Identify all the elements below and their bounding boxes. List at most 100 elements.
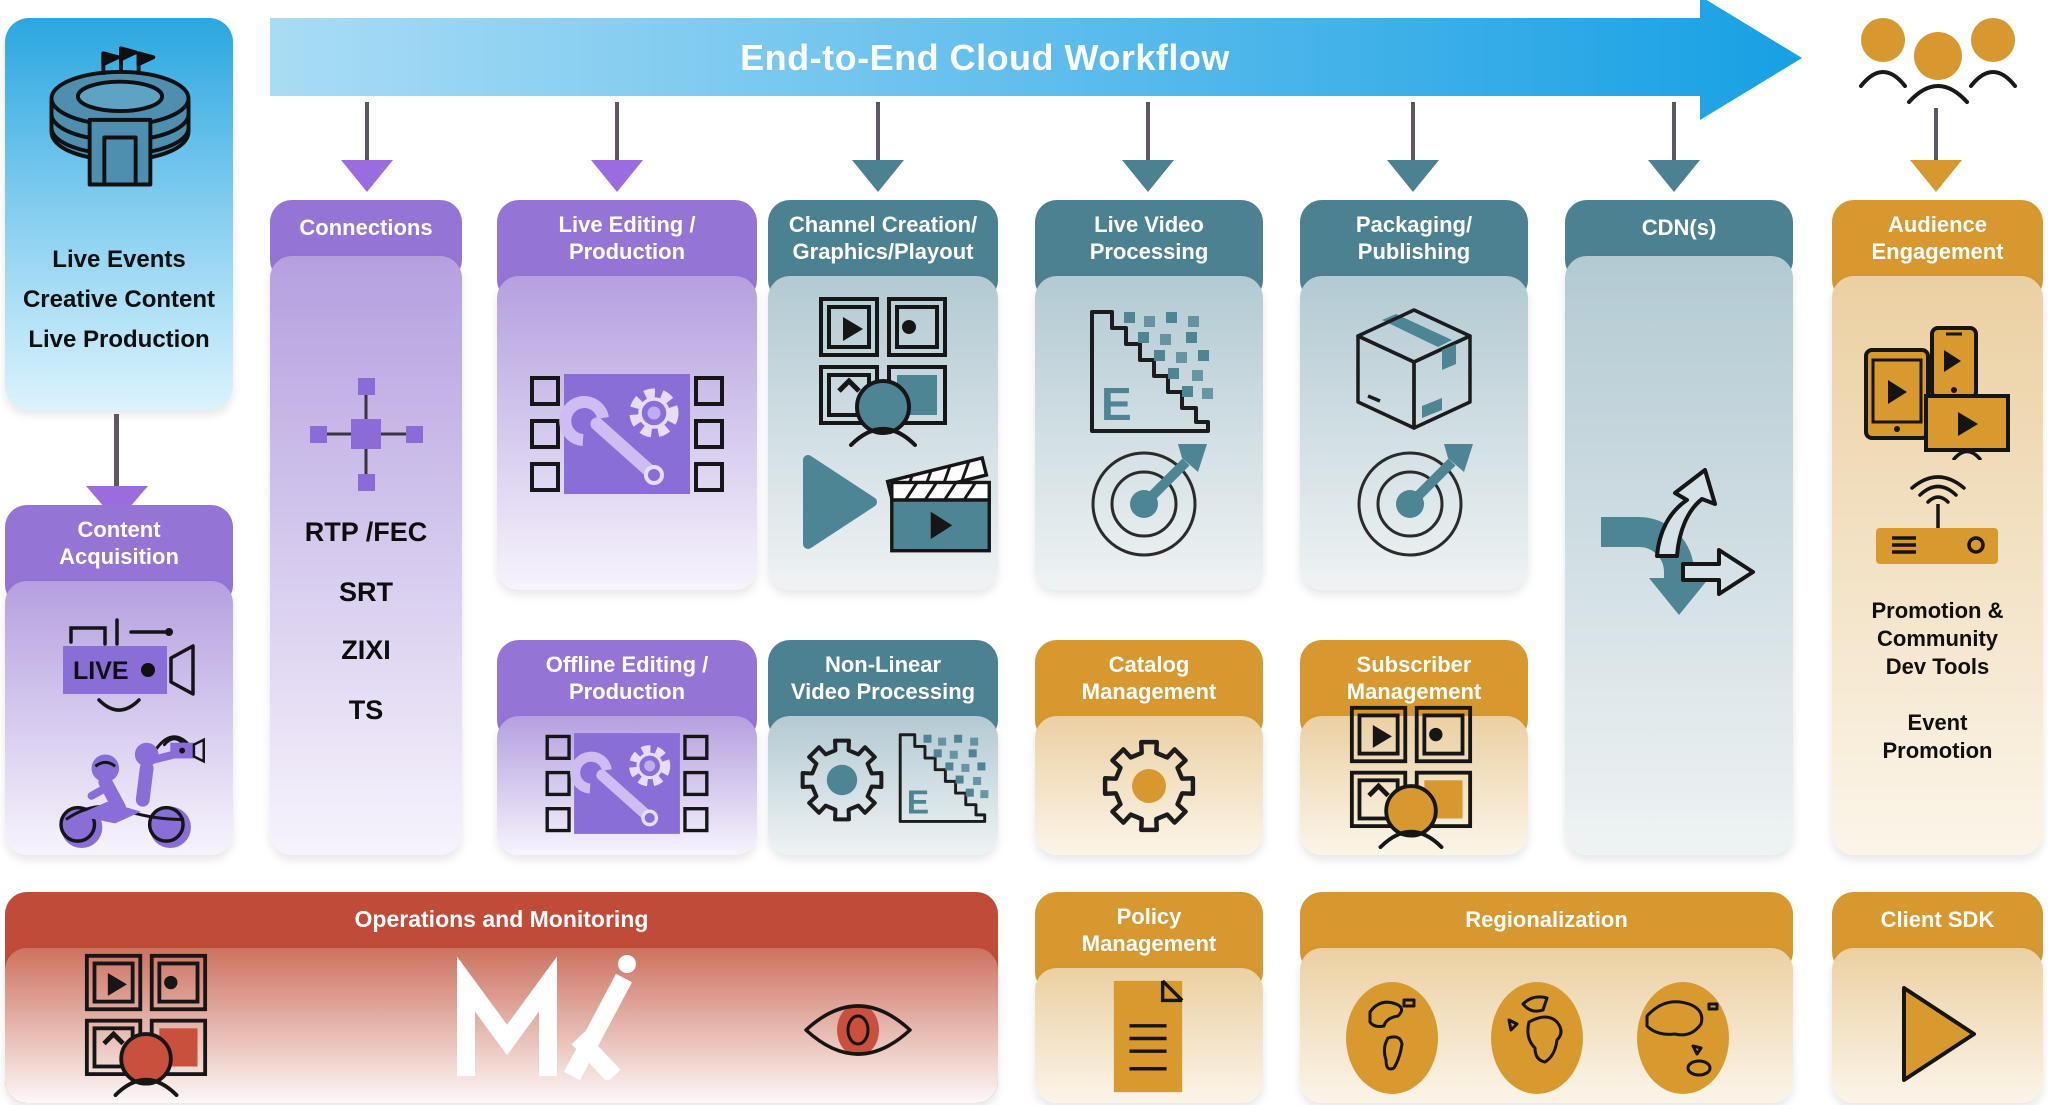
- flow-arrow-stem: [365, 102, 369, 160]
- card-title-line: Publishing: [1357, 239, 1471, 264]
- audience-people-icon: [1859, 18, 2017, 104]
- card-title-line: Packaging/: [1355, 212, 1473, 237]
- multiviewer-person-icon: [819, 297, 947, 447]
- card-title-line: Live Video: [1094, 212, 1204, 237]
- card-title: Client SDK: [1880, 907, 1995, 932]
- svg-text:E: E: [1101, 378, 1132, 430]
- multiviewer-person-icon: [84, 953, 208, 1097]
- card-title-line: Engagement: [1871, 239, 2004, 264]
- card-title-line: Processing: [1089, 239, 1209, 264]
- audience-text-line: Promotion &: [1871, 598, 2004, 623]
- protocol-item: ZIXI: [341, 635, 391, 665]
- card-title-line: Policy: [1116, 904, 1182, 929]
- source-line: Live Production: [28, 326, 210, 353]
- banner-title: End-to-End Cloud Workflow: [740, 37, 1230, 78]
- audience-text-line: Dev Tools: [1885, 654, 1990, 679]
- flow-arrow-stem: [876, 102, 880, 160]
- flow-arrow-stem: [615, 102, 619, 160]
- eye-icon: [804, 1004, 912, 1056]
- card-title-line: Production: [568, 239, 686, 264]
- flow-arrow-head: [341, 160, 393, 192]
- source-line: Creative Content: [22, 286, 216, 313]
- card-title-line: Non-Linear: [824, 652, 942, 677]
- card-title-line: Audience: [1887, 212, 1988, 237]
- card-title-line: Offline Editing /: [545, 652, 709, 677]
- flow-arrow-stem: [1411, 102, 1415, 160]
- card-title: Operations and Monitoring: [354, 906, 649, 932]
- offline-editing-card: Offline Editing / Production: [497, 640, 757, 855]
- audience-text-line: Community: [1877, 626, 1998, 651]
- cdn-card: CDN(s): [1565, 200, 1793, 855]
- target-dart-icon: [1357, 444, 1473, 557]
- flow-arrow-head: [1387, 160, 1439, 192]
- policy-card: Policy Management: [1035, 892, 1263, 1103]
- card-title-line: Graphics/Playout: [792, 239, 974, 264]
- svg-text:LIVE: LIVE: [73, 657, 129, 685]
- gear-icon: [800, 738, 884, 822]
- channel-creation-card: Channel Creation/ Graphics/Playout: [768, 200, 998, 590]
- connections-card: Connections RTP /FEC SRT ZIXI TS: [270, 200, 462, 855]
- live-video-card: Live Video Processing E: [1035, 200, 1263, 590]
- protocol-item: SRT: [339, 577, 393, 607]
- workflow-banner-arrow: [270, 0, 1802, 120]
- catalog-card: Catalog Management: [1035, 640, 1263, 855]
- regionalization-card: Regionalization: [1300, 892, 1793, 1103]
- live-camera-icon: LIVE: [63, 618, 195, 712]
- audience-text-line: Promotion: [1882, 738, 1993, 763]
- flow-arrow-head: [1122, 160, 1174, 192]
- globe-emea-icon: [1491, 982, 1583, 1094]
- card-title-line: Content: [77, 517, 161, 542]
- package-box-icon: [1356, 308, 1472, 430]
- flow-arrow-head: [591, 160, 643, 192]
- card-title-line: Production: [568, 679, 686, 704]
- card-title-line: Acquisition: [59, 544, 179, 569]
- card-title-line: Subscriber: [1356, 652, 1472, 677]
- content-acquisition-card: Content Acquisition LIVE: [5, 505, 233, 855]
- moto-camera-icon: [59, 735, 205, 849]
- play-triangle-icon: [1902, 986, 1976, 1082]
- encode-stairs-icon: E: [898, 733, 989, 823]
- card-title-line: Live Editing /: [558, 212, 696, 237]
- card-title: Connections: [299, 215, 433, 240]
- live-editing-card: Live Editing / Production: [497, 200, 757, 590]
- audience-text-line: Event: [1907, 710, 1968, 735]
- card-title-line: Management: [1346, 679, 1482, 704]
- clapperboard-icon: [885, 455, 991, 553]
- card-title-line: Catalog: [1108, 652, 1190, 677]
- multi-device-icon: [1864, 326, 2010, 460]
- protocol-item: RTP /FEC: [304, 517, 428, 547]
- filmstrip-wrench-icon: [545, 733, 709, 834]
- subscriber-card: Subscriber Management: [1300, 640, 1528, 855]
- gear-icon: [1102, 739, 1196, 833]
- non-linear-card: Non-Linear Video Processing E: [768, 640, 998, 855]
- card-title-line: Management: [1081, 679, 1217, 704]
- target-dart-icon: [1091, 444, 1207, 557]
- card-title-line: Management: [1081, 931, 1217, 956]
- branch-arrows-icon: [1601, 468, 1755, 615]
- protocol-item: TS: [348, 695, 384, 725]
- document-icon: [1113, 979, 1184, 1093]
- globe-americas-icon: [1346, 982, 1438, 1094]
- source-card: Live Events Creative Content Live Produc…: [5, 18, 233, 410]
- client-sdk-card: Client SDK: [1832, 892, 2043, 1103]
- play-triangle-icon: [803, 455, 877, 549]
- source-line: Live Events: [52, 246, 186, 273]
- operations-card: Operations and Monitoring: [5, 892, 998, 1103]
- flow-arrow-stem: [114, 414, 119, 488]
- stadium-icon: [49, 46, 191, 187]
- card-title-line: Video Processing: [790, 679, 976, 704]
- router-icon: [1876, 475, 1998, 564]
- card-title: Regionalization: [1465, 907, 1628, 932]
- globe-apac-icon: [1637, 982, 1729, 1094]
- mk-logo: [457, 955, 636, 1080]
- packaging-card: Packaging/ Publishing: [1300, 200, 1528, 590]
- flow-arrow-head: [1648, 160, 1700, 192]
- filmstrip-wrench-icon: [530, 374, 724, 494]
- card-title-line: Channel Creation/: [788, 212, 978, 237]
- flow-arrow-stem: [1672, 102, 1676, 160]
- flow-arrow-head: [1910, 160, 1962, 192]
- flow-arrow-stem: [1146, 102, 1150, 160]
- multiviewer-person-icon: [1349, 705, 1473, 849]
- network-node-icon: [310, 378, 423, 491]
